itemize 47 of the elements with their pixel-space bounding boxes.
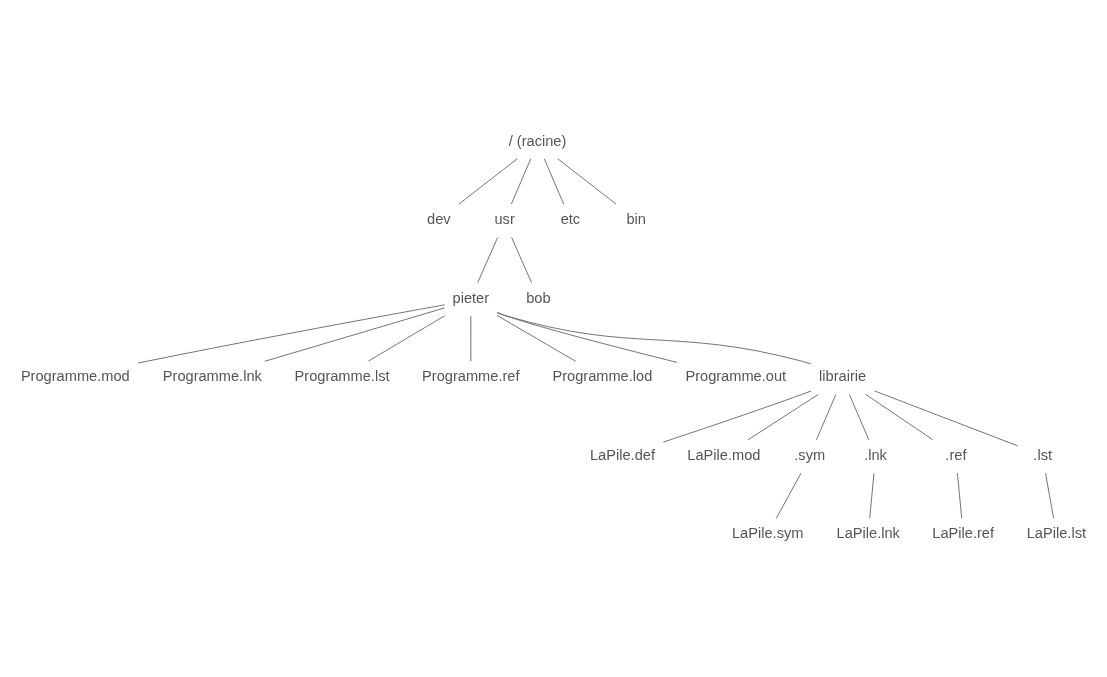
node-text: librairie — [819, 368, 867, 385]
connector — [477, 237, 499, 284]
node-text: LaPile.lnk — [836, 525, 900, 542]
connector — [137, 304, 446, 364]
node-text: dev — [427, 211, 451, 228]
connector — [849, 394, 870, 441]
connector — [815, 394, 837, 441]
node-text: .lst — [1033, 446, 1053, 463]
node-text: .lnk — [864, 446, 887, 463]
connector — [775, 472, 802, 519]
node-text: etc — [560, 211, 581, 228]
node-text: Programme.lnk — [162, 368, 262, 385]
connector — [470, 315, 472, 362]
node-text: LaPile.lst — [1026, 525, 1087, 542]
node-text: bin — [626, 211, 646, 228]
node-text: .sym — [794, 446, 826, 463]
connector — [458, 158, 518, 205]
node-text: Programme.lod — [552, 368, 653, 385]
node-text: / (racine) — [508, 132, 567, 149]
node-text: usr — [494, 211, 515, 228]
connector — [747, 393, 819, 441]
node-text: LaPile.ref — [932, 525, 995, 542]
connector — [557, 158, 617, 205]
node-text: LaPile.mod — [687, 446, 761, 463]
connector — [956, 472, 963, 519]
node-text: .ref — [945, 446, 967, 463]
connector — [1045, 472, 1055, 519]
node-text: pieter — [452, 289, 490, 306]
connector — [869, 472, 875, 519]
connector — [496, 312, 812, 365]
node-text: Programme.out — [685, 368, 787, 385]
node-text: Programme.ref — [422, 368, 520, 385]
node-text: Programme.mod — [20, 368, 130, 385]
connector — [496, 315, 577, 362]
connector — [511, 237, 532, 284]
connector — [496, 312, 678, 363]
connector — [368, 315, 446, 362]
node-text: bob — [526, 289, 551, 306]
connector — [873, 390, 1019, 447]
connector — [865, 393, 934, 441]
node-text: LaPile.sym — [731, 525, 804, 542]
connector — [543, 158, 565, 205]
connector — [510, 158, 532, 205]
node-text: LaPile.def — [589, 446, 655, 463]
connector — [264, 307, 446, 362]
node-text: Programme.lst — [294, 368, 390, 385]
connector — [662, 390, 812, 443]
